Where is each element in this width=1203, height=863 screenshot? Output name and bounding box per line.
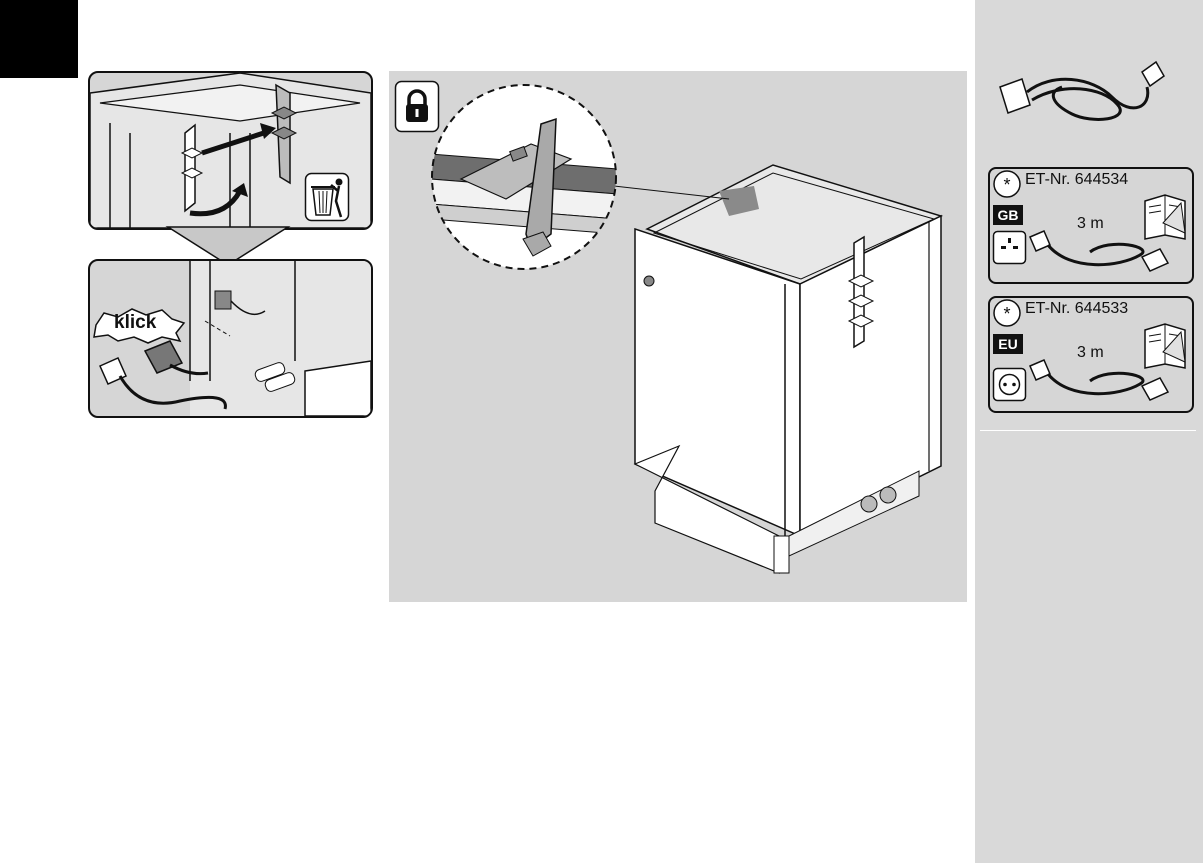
region-badge: EU bbox=[993, 334, 1023, 354]
schuko-socket-icon bbox=[993, 368, 1027, 402]
spare-part-card-gb: * ET-Nr. 644534 GB 3 m bbox=[988, 167, 1194, 284]
main-installation-panel bbox=[389, 71, 967, 602]
asterisk-footnote-icon: * bbox=[992, 169, 1022, 199]
part-number: ET-Nr. 644533 bbox=[1025, 300, 1128, 318]
klick-label: klick bbox=[114, 312, 156, 334]
region-badge: GB bbox=[993, 205, 1023, 225]
sidebar-divider bbox=[980, 430, 1196, 431]
step-remove-clip-panel bbox=[88, 71, 373, 230]
manual-icon bbox=[1143, 322, 1187, 372]
svg-text:*: * bbox=[1003, 175, 1010, 195]
uk-socket-icon bbox=[993, 231, 1027, 265]
svg-text:*: * bbox=[1003, 304, 1010, 324]
manual-icon bbox=[1143, 193, 1187, 243]
part-number: ET-Nr. 644534 bbox=[1025, 171, 1128, 189]
mounting-bracket-detail bbox=[431, 84, 617, 270]
power-cord-icon bbox=[992, 52, 1167, 122]
spare-part-card-eu: * ET-Nr. 644533 EU 3 m bbox=[988, 296, 1194, 413]
recycle-bin-icon bbox=[305, 173, 349, 221]
sidebar-accessories bbox=[975, 0, 1203, 863]
asterisk-footnote-icon: * bbox=[992, 298, 1022, 328]
step-connect-power-panel: klick bbox=[88, 259, 373, 418]
page-corner-marker bbox=[0, 0, 78, 78]
